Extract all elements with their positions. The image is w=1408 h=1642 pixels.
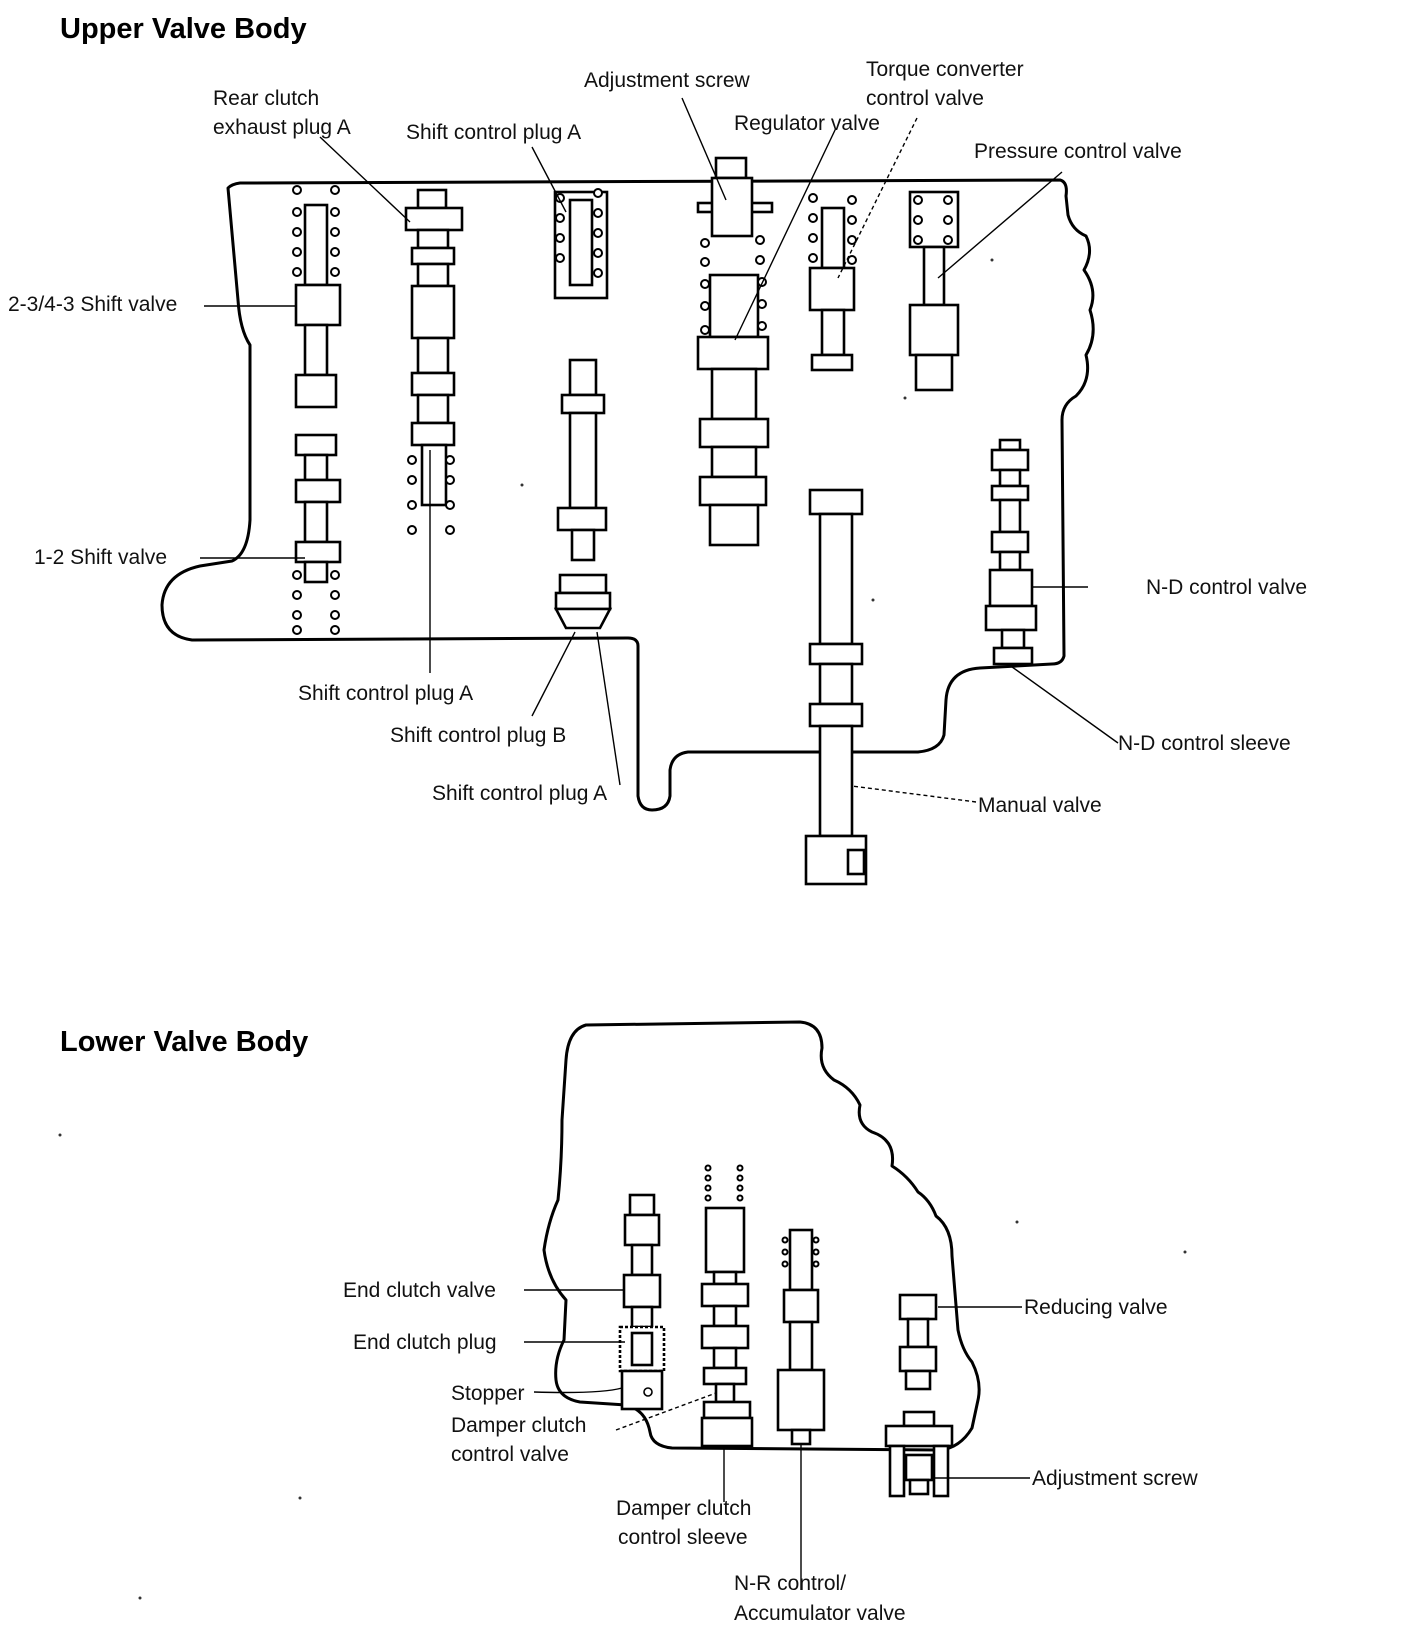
label-reducing-valve: Reducing valve <box>1024 1296 1168 1319</box>
regulator-valve <box>696 273 770 547</box>
label-pressure-control-valve: Pressure control valve <box>974 140 1182 163</box>
label-regulator-valve: Regulator valve <box>734 112 880 135</box>
label-damper-clutch-valve-1: Damper clutch <box>451 1414 586 1437</box>
end-clutch-valve <box>622 1193 662 1329</box>
damper-clutch-control-valve <box>700 1206 750 1404</box>
damper-clutch-control-sleeve <box>700 1400 754 1448</box>
label-torque-converter-2: control valve <box>866 87 984 110</box>
shift-valve-2-3-4-3 <box>294 203 342 409</box>
label-shift-control-plug-a-mid: Shift control plug A <box>298 682 473 705</box>
specks <box>58 258 1187 1600</box>
label-shift-valve-1-2: 1-2 Shift valve <box>34 546 167 569</box>
n-d-control-sleeve <box>992 628 1034 666</box>
lower-leader-lines <box>524 1289 1030 1590</box>
label-damper-clutch-sleeve-1: Damper clutch <box>616 1497 751 1520</box>
label-shift-valve-2-3-4-3: 2-3/4-3 Shift valve <box>8 293 177 316</box>
label-shift-control-plug-a-top: Shift control plug A <box>406 121 581 144</box>
label-damper-clutch-valve-2: control valve <box>451 1443 569 1466</box>
upper-leader-lines <box>200 97 1119 803</box>
label-torque-converter-1: Torque converter <box>866 58 1024 81</box>
spring-pressure-control <box>913 195 953 245</box>
label-n-d-control-sleeve: N-D control sleeve <box>1118 732 1291 755</box>
spring-torque-converter <box>808 193 857 265</box>
rear-clutch-exhaust-plug-a <box>404 188 464 507</box>
manual-valve <box>804 488 868 886</box>
n-r-control-accumulator-valve <box>776 1228 826 1446</box>
label-end-clutch-valve: End clutch valve <box>343 1279 496 1302</box>
spring-rear-clutch <box>407 455 455 535</box>
torque-converter-control-valve <box>808 206 856 372</box>
label-adjustment-screw-lower: Adjustment screw <box>1032 1467 1199 1490</box>
label-n-d-control-valve: N-D control valve <box>1146 576 1307 599</box>
spring-regulator <box>700 235 767 335</box>
spring-shift-plug-a <box>555 188 603 278</box>
label-adjustment-screw-upper: Adjustment screw <box>584 69 751 92</box>
spring-2-3-4-3 <box>292 185 340 277</box>
stopper <box>620 1369 664 1411</box>
shift-control-plug-a-upper <box>553 190 609 300</box>
label-rear-clutch-1: Rear clutch <box>213 87 319 110</box>
label-manual-valve: Manual valve <box>978 794 1102 817</box>
shift-control-plug-b-assembly <box>553 358 613 630</box>
adjustment-screw-upper <box>696 156 774 238</box>
label-rear-clutch-2: exhaust plug A <box>213 116 351 139</box>
label-stopper: Stopper <box>451 1382 525 1405</box>
label-shift-control-plug-b: Shift control plug B <box>390 724 566 747</box>
lower-valve-body-title: Lower Valve Body <box>60 1026 308 1058</box>
spring-1-2 <box>292 570 340 635</box>
n-d-control-valve <box>984 438 1038 632</box>
spring-n-r <box>781 1236 820 1268</box>
reducing-valve <box>898 1293 938 1391</box>
label-shift-control-plug-a-low: Shift control plug A <box>432 782 607 805</box>
upper-valve-body-title: Upper Valve Body <box>60 13 307 45</box>
spring-damper-clutch <box>704 1164 744 1202</box>
label-n-r-control-2: Accumulator valve <box>734 1602 906 1625</box>
adjustment-screw-lower <box>884 1410 954 1498</box>
label-end-clutch-plug: End clutch plug <box>353 1331 497 1354</box>
shift-valve-1-2 <box>294 433 342 584</box>
label-n-r-control-1: N-R control/ <box>734 1572 846 1595</box>
end-clutch-plug <box>618 1325 666 1373</box>
label-damper-clutch-sleeve-2: control sleeve <box>618 1526 748 1549</box>
